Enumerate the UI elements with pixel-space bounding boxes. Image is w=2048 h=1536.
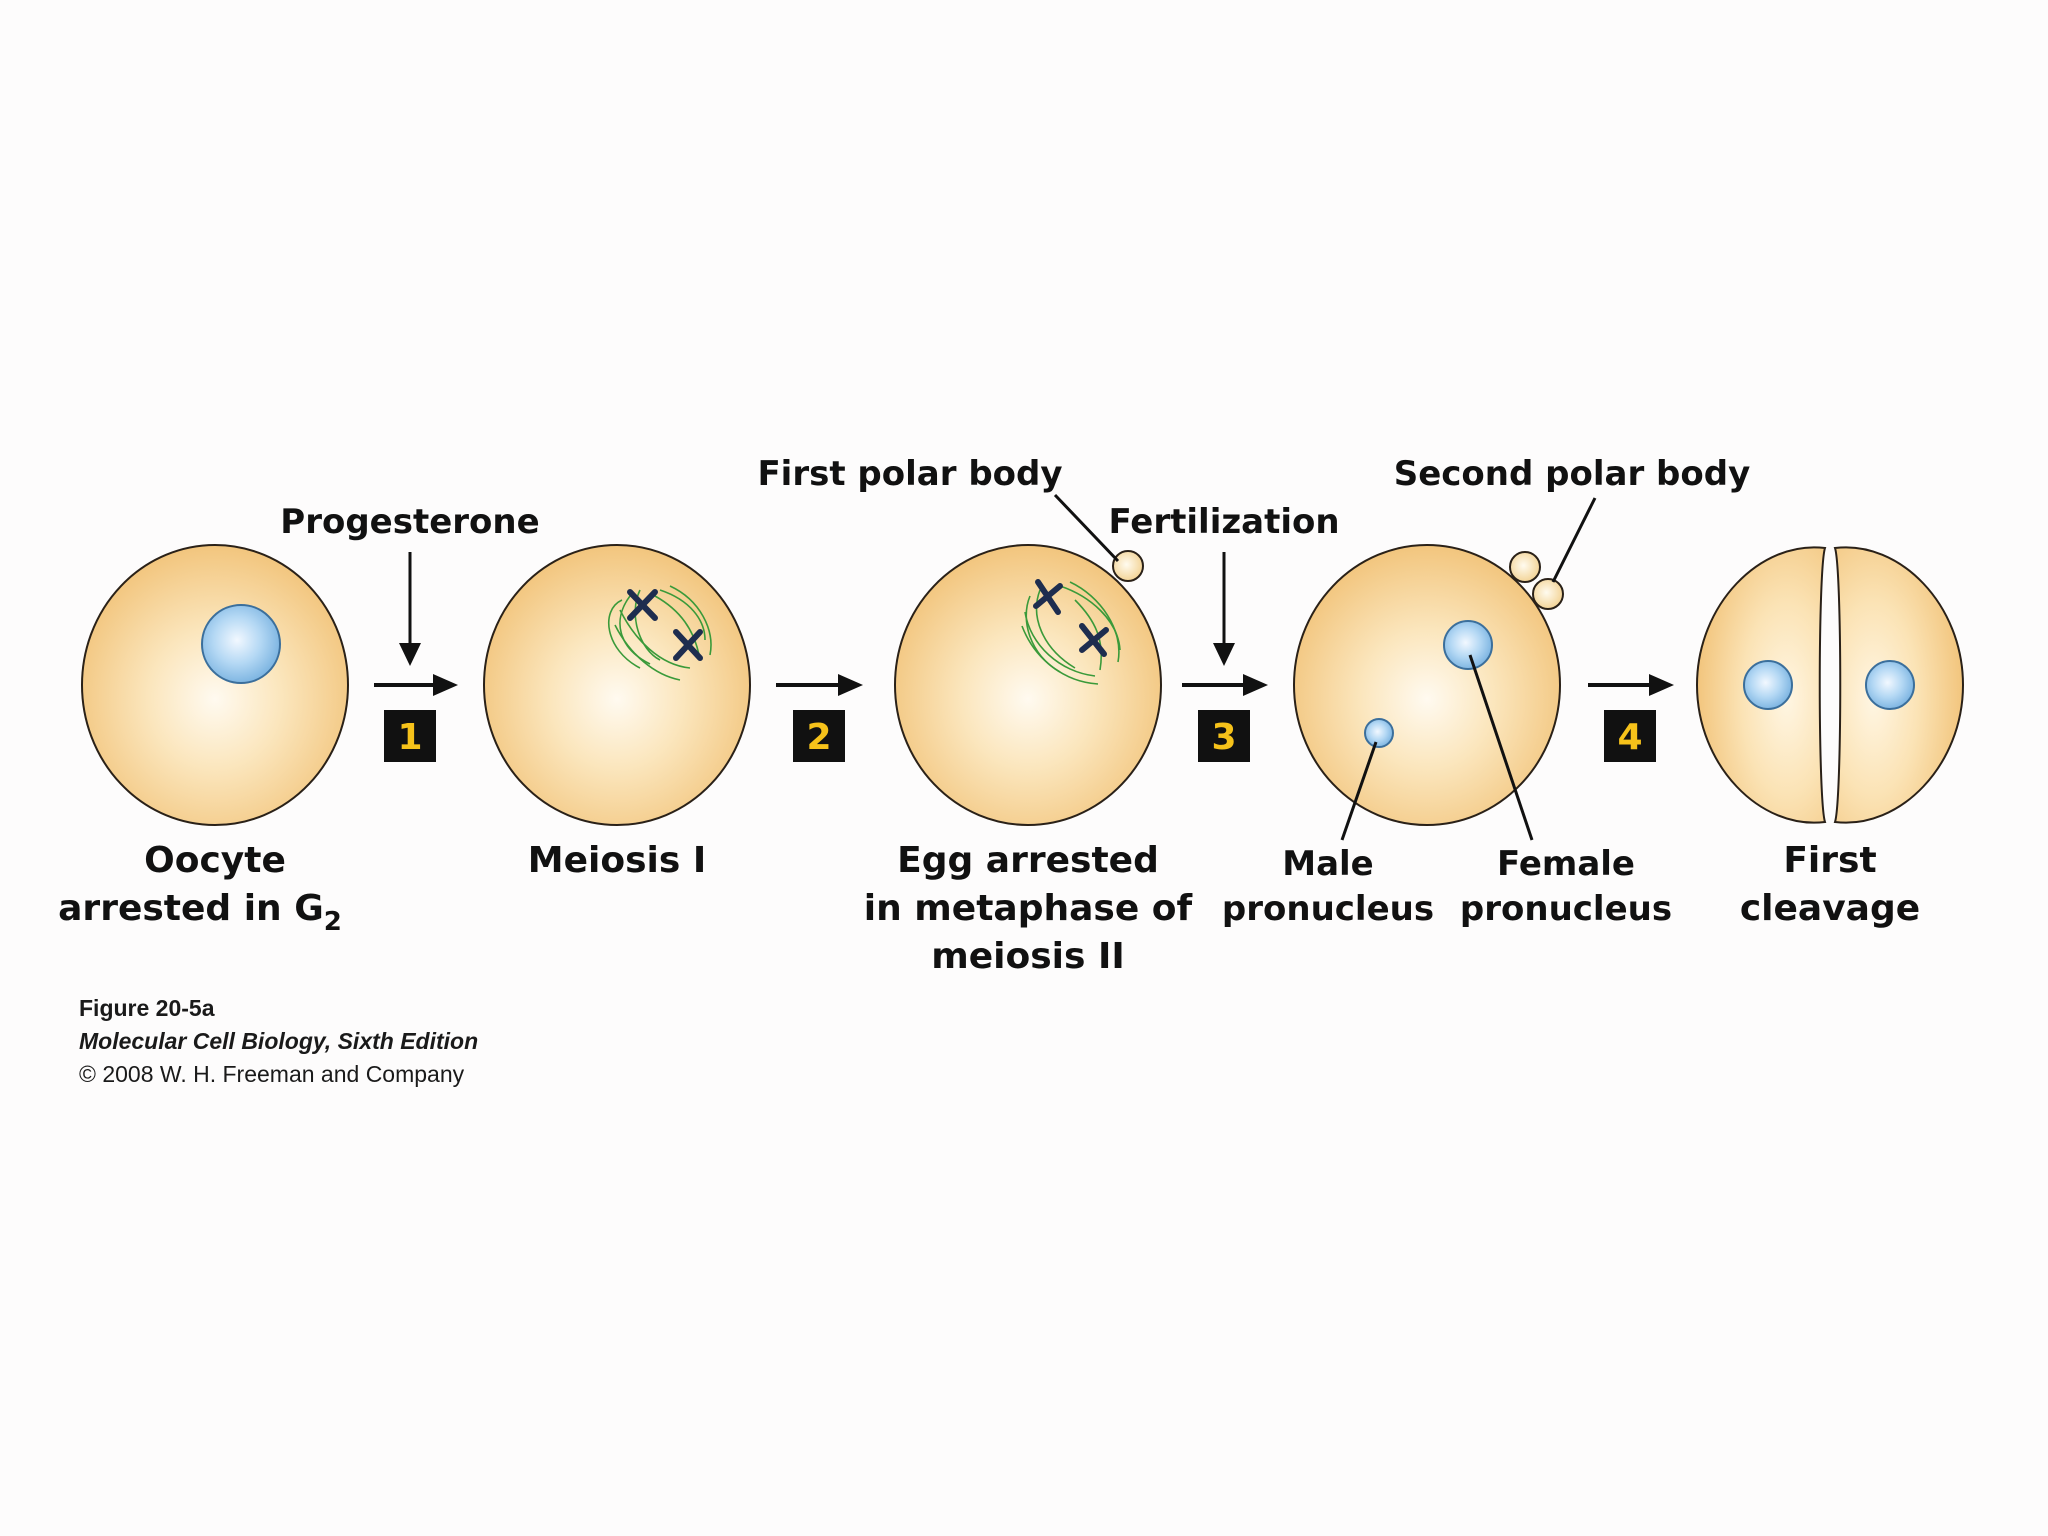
oocyte-label: Oocyte arrested in G2	[58, 840, 342, 937]
copyright-line: © 2008 W. H. Freeman and Company	[79, 1061, 465, 1087]
first-polar-body-label: First polar body	[757, 454, 1062, 494]
svg-text:in metaphase of: in metaphase of	[864, 888, 1193, 929]
step-3-badge: 3	[1198, 710, 1250, 762]
svg-text:cleavage: cleavage	[1740, 888, 1920, 929]
first-polar-body-leader	[1053, 493, 1120, 563]
step-4-badge: 4	[1604, 710, 1656, 762]
step-1-number: 1	[397, 717, 422, 758]
chromatid-icon	[1033, 579, 1109, 657]
male-pronucleus-leader	[1340, 741, 1378, 841]
egg-arrested-label: Egg arrested in metaphase of meiosis II	[864, 840, 1193, 977]
meiosis-1-label: Meiosis I	[528, 840, 706, 881]
oocyte-cell	[81, 544, 349, 826]
meiosis-2-spindle	[1021, 581, 1121, 685]
second-polar-body-1	[1509, 551, 1541, 583]
svg-text:First: First	[1783, 840, 1876, 881]
oocyte-label-subscript: 2	[324, 907, 342, 937]
second-polar-body-leader	[1551, 497, 1597, 583]
step-1-arrow	[374, 674, 458, 696]
step-1-badge: 1	[384, 710, 436, 762]
step-2-arrow	[776, 674, 863, 696]
step-2-number: 2	[806, 717, 831, 758]
step-4-arrow	[1588, 674, 1674, 696]
male-pronucleus-label: Male pronucleus	[1222, 844, 1434, 929]
oocyte-label-line2: arrested in G	[58, 888, 324, 929]
female-pronucleus	[1443, 620, 1493, 670]
fertilization-label: Fertilization	[1108, 502, 1339, 542]
germinal-vesicle-nucleus	[201, 604, 281, 684]
progesterone-arrow	[399, 552, 421, 666]
two-cell-embryo	[1695, 546, 1965, 824]
male-pronucleus	[1364, 718, 1394, 748]
second-polar-body-label: Second polar body	[1394, 454, 1751, 494]
svg-text:arrested in G2: arrested in G2	[58, 888, 342, 937]
chromosome-pair-icon	[627, 589, 703, 661]
step-3-arrow	[1182, 674, 1268, 696]
step-2-badge: 2	[793, 710, 845, 762]
female-pronucleus-label: Female pronucleus	[1460, 844, 1672, 929]
right-nucleus	[1865, 660, 1915, 710]
left-nucleus	[1743, 660, 1793, 710]
svg-text:Oocyte: Oocyte	[144, 840, 286, 881]
meiosis-1-cell	[483, 544, 751, 826]
svg-text:Male: Male	[1282, 844, 1374, 884]
fertilization-arrow	[1213, 552, 1235, 666]
book-title: Molecular Cell Biology, Sixth Edition	[79, 1028, 479, 1054]
svg-text:pronucleus: pronucleus	[1460, 889, 1672, 929]
svg-text:Female: Female	[1497, 844, 1635, 884]
progesterone-label: Progesterone	[280, 502, 539, 542]
svg-text:Egg arrested: Egg arrested	[897, 840, 1159, 881]
step-4-number: 4	[1617, 717, 1642, 758]
second-polar-body-2	[1532, 578, 1564, 610]
svg-text:pronucleus: pronucleus	[1222, 889, 1434, 929]
egg-metaphase-2-cell	[894, 544, 1162, 826]
figure-caption: Figure 20-5a Molecular Cell Biology, Six…	[79, 992, 478, 1091]
step-3-number: 3	[1211, 717, 1236, 758]
zygote-pronuclei-cell	[1293, 544, 1564, 826]
svg-text:meiosis II: meiosis II	[931, 936, 1125, 977]
first-polar-body	[1112, 550, 1144, 582]
female-pronucleus-leader	[1468, 654, 1534, 841]
figure-number: Figure 20-5a	[79, 995, 215, 1021]
first-cleavage-label: First cleavage	[1740, 840, 1920, 929]
meiosis-1-spindle	[608, 585, 712, 681]
